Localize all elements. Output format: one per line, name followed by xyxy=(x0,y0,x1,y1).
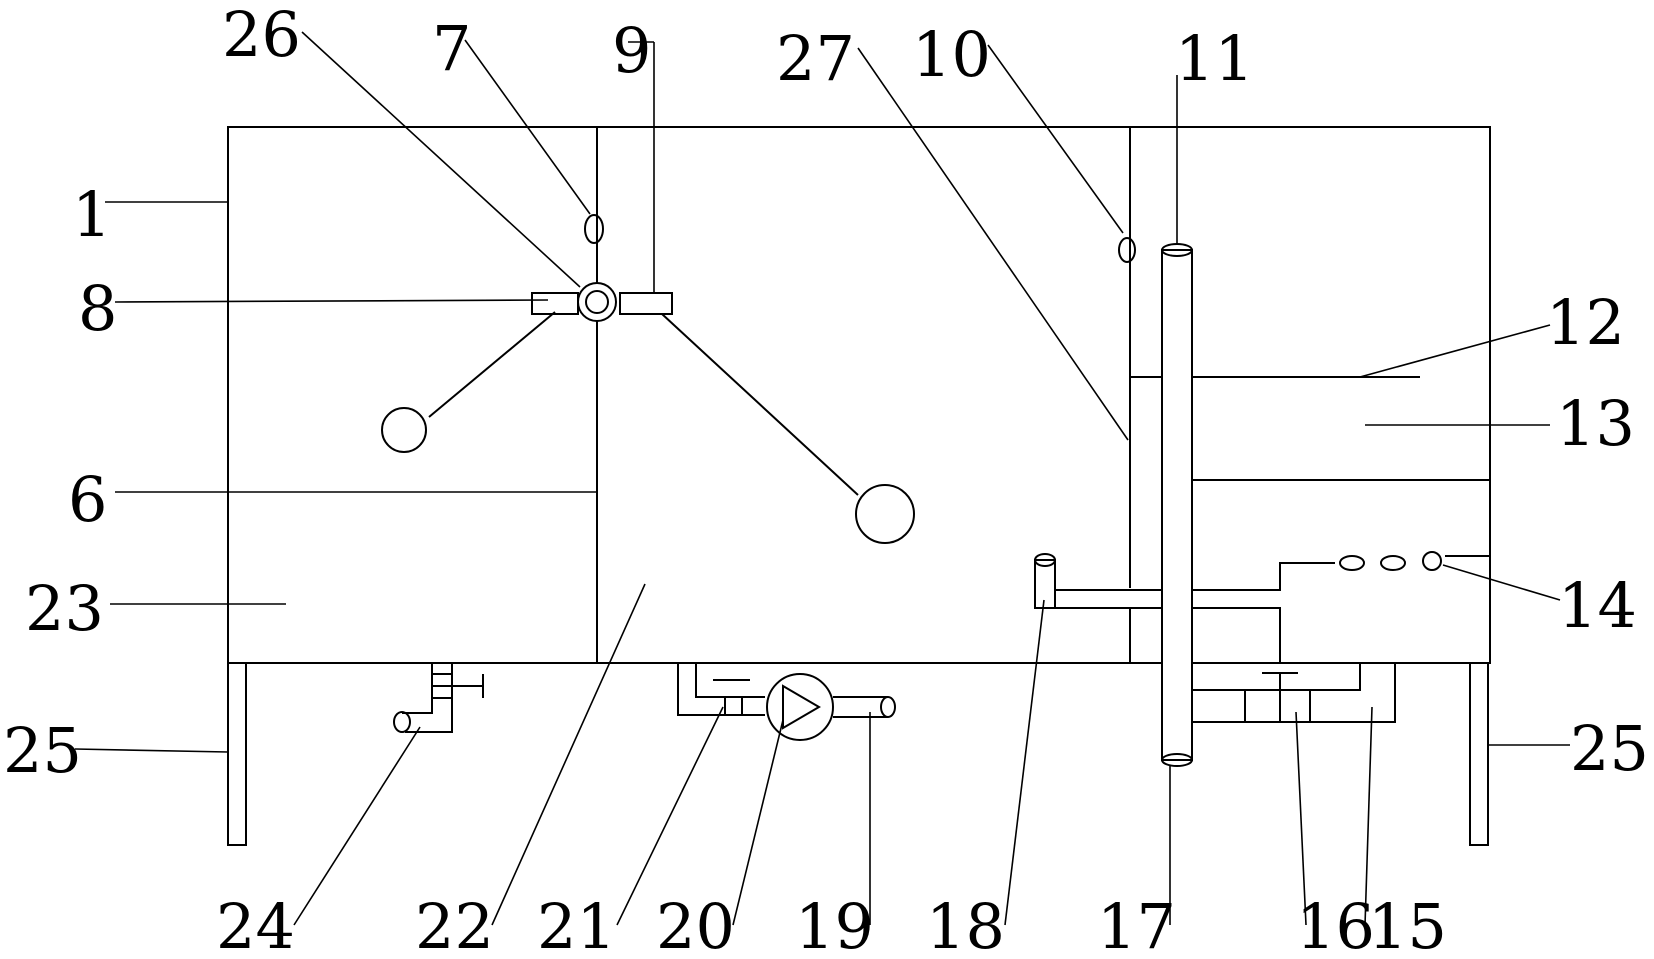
arm-clamp-left xyxy=(531,292,579,315)
pump xyxy=(766,673,834,741)
label-7: 7 xyxy=(432,12,471,85)
label-24: 24 xyxy=(216,890,295,959)
label-26: 26 xyxy=(222,0,301,71)
rotating-arm-assembly xyxy=(381,214,915,544)
weight-ball-left xyxy=(381,407,427,453)
float-ball-small xyxy=(584,214,604,244)
label-22: 22 xyxy=(415,890,494,959)
label-23: 23 xyxy=(25,572,104,645)
label-10: 10 xyxy=(912,18,991,91)
label-13: 13 xyxy=(1556,387,1635,460)
label-27: 27 xyxy=(776,22,855,95)
label-25-right: 25 xyxy=(1570,712,1649,785)
label-19: 19 xyxy=(795,890,874,959)
drain-valve xyxy=(393,663,484,733)
label-11: 11 xyxy=(1175,22,1254,95)
right-chamber xyxy=(1034,127,1490,767)
hub-inner xyxy=(585,290,609,314)
label-20: 20 xyxy=(656,890,735,959)
tank-body xyxy=(227,126,1491,664)
arm-clamp-right xyxy=(619,292,673,315)
label-21: 21 xyxy=(537,890,616,959)
label-16: 16 xyxy=(1296,890,1375,959)
pump-assembly xyxy=(677,663,896,741)
label-12: 12 xyxy=(1546,286,1625,359)
support-legs xyxy=(227,663,1489,846)
hub-outer xyxy=(577,282,617,322)
label-9: 9 xyxy=(612,14,651,87)
label-14: 14 xyxy=(1558,569,1637,642)
label-17: 17 xyxy=(1097,890,1176,959)
label-8: 8 xyxy=(78,272,117,345)
float-ball-right xyxy=(1118,237,1136,263)
label-1: 1 xyxy=(72,178,111,251)
label-25-left: 25 xyxy=(3,714,82,787)
leader-lines xyxy=(74,31,1570,926)
number-labels: 1 6 7 8 9 10 11 12 13 14 16 15 17 18 19 … xyxy=(3,0,1649,959)
label-15: 15 xyxy=(1368,890,1447,959)
weight-ball-right xyxy=(855,484,915,544)
label-6: 6 xyxy=(68,463,107,536)
label-18: 18 xyxy=(926,890,1005,959)
